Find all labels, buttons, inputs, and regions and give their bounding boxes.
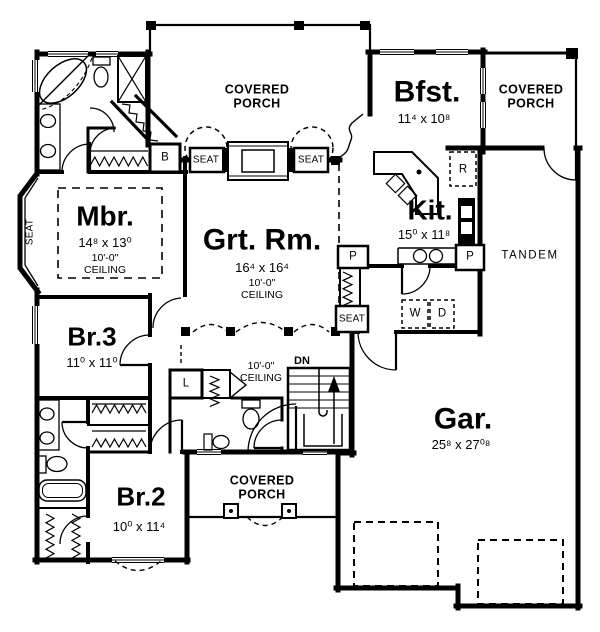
kit-dims: 15⁰ x 11⁸ — [397, 226, 451, 242]
pantry-left-label: P — [349, 250, 357, 263]
exterior-walls — [17, 47, 583, 611]
mbr-door — [61, 142, 92, 173]
powder-room — [203, 399, 261, 451]
dryer-label: D — [437, 307, 447, 320]
tandem-label: TANDEM — [501, 249, 559, 262]
fireplace-and-seats — [184, 126, 334, 181]
stairs-dn-label: DN — [294, 354, 310, 367]
wall-break-icon — [339, 113, 364, 158]
entry-corridor — [334, 243, 486, 334]
vanity-sinks-icon — [36, 399, 60, 451]
kitchen-counter-cooktop-icon — [397, 247, 480, 265]
grt-hall-opening-door — [152, 297, 182, 329]
closets — [37, 103, 354, 559]
hall-ceiling: 10'-0" CEILING — [239, 359, 283, 384]
pantry-right-label: P — [466, 250, 474, 263]
seat-label-porch-right: SEAT — [297, 154, 325, 166]
bathtub-icon — [38, 479, 87, 502]
mbr-tray-ceiling — [57, 187, 163, 279]
sink-icon — [203, 433, 230, 451]
kitchen — [373, 151, 480, 265]
vanity-sinks-icon — [36, 103, 61, 171]
angled-closet-hangers-icon — [121, 103, 159, 142]
fridge-label: R — [458, 163, 468, 176]
bay-window-glazing — [24, 177, 39, 287]
hall-closet — [201, 369, 231, 399]
hall-seat-box — [334, 304, 370, 334]
covered-porch-right-label: COVERED PORCH — [498, 82, 564, 111]
gar-dims: 25⁸ x 27⁰⁸ — [431, 436, 491, 452]
wic-hangers-icon — [89, 150, 149, 168]
grt-rm-ceiling: 10'-0" CEILING — [240, 276, 284, 301]
br2-transom-arc — [114, 560, 162, 572]
br2-name: Br.2 — [116, 481, 166, 512]
seat-label-bay: SEAT — [24, 218, 36, 246]
corner-tub-icon — [36, 53, 93, 111]
wic-door — [89, 127, 117, 153]
mbr-dims: 14⁸ x 13⁰ — [78, 234, 132, 250]
powder-door — [253, 419, 283, 450]
porch-bottom-outline — [187, 503, 338, 527]
garage-entry-door — [357, 331, 398, 371]
br2-closet-door — [59, 515, 89, 545]
pantry-box-right — [454, 243, 486, 272]
island-sink-icon — [373, 151, 439, 215]
dryer-icon — [429, 299, 455, 329]
broom-closet-label: B — [161, 151, 169, 164]
br3-closet-hangers-icon — [91, 403, 147, 415]
br2-closet-hangers-icon — [91, 430, 147, 449]
window-seat-left — [188, 146, 226, 174]
garage-door-left-icon — [353, 521, 439, 587]
bfst-dims: 11⁴ x 10⁸ — [397, 110, 451, 126]
br3-dims: 11⁰ x 11⁰ — [66, 354, 118, 370]
seat-label-hall: SEAT — [338, 313, 366, 325]
hall-closet-hangers-icon — [208, 371, 248, 407]
washer-icon — [401, 299, 429, 329]
br3-door — [119, 334, 151, 367]
garage-door-right-icon — [477, 539, 564, 605]
br2-wall-closet-hangers-icon — [37, 507, 88, 559]
porch-right-outline — [483, 48, 578, 148]
double-oven-icon — [458, 198, 475, 250]
kit-name: Kit. — [407, 194, 453, 226]
windows — [24, 47, 488, 565]
entry-closet-hangers-icon — [341, 271, 354, 307]
mbr-name: Mbr. — [76, 200, 134, 232]
broom-closet — [148, 142, 182, 174]
covered-porch-top-label: COVERED PORCH — [224, 82, 290, 111]
toilet-icon — [37, 455, 68, 474]
gar-name: Gar. — [433, 402, 493, 436]
doors — [59, 107, 578, 545]
bfst-name: Bfst. — [393, 75, 461, 109]
stairs — [286, 366, 352, 452]
porch-to-garage-door — [543, 147, 578, 181]
grt-rm-dims: 16⁴ x 16⁴ — [235, 259, 289, 275]
refrigerator-icon — [449, 151, 477, 187]
toilet-icon — [241, 399, 261, 430]
br2-door — [149, 419, 184, 453]
mbr-ceiling: 10'-0" CEILING — [83, 251, 127, 276]
toilet-icon — [92, 56, 111, 88]
shower-icon — [117, 55, 147, 103]
bath2-door — [61, 420, 89, 449]
br2-dims: 10⁰ x 11⁴ — [112, 518, 166, 534]
grt-rm-name: Grt. Rm. — [202, 223, 322, 257]
porch-top-outline — [146, 21, 372, 54]
br3-name: Br.3 — [67, 321, 117, 352]
covered-porch-bottom-label: COVERED PORCH — [229, 473, 295, 502]
linen-label: L — [182, 377, 190, 390]
washer-label: W — [409, 307, 421, 320]
garage — [353, 521, 564, 605]
laundry-hall-door — [400, 265, 431, 295]
seat-label-porch-left: SEAT — [192, 154, 220, 166]
bath2 — [36, 399, 87, 502]
fireplace-icon — [227, 141, 289, 181]
master-bath — [36, 53, 147, 171]
